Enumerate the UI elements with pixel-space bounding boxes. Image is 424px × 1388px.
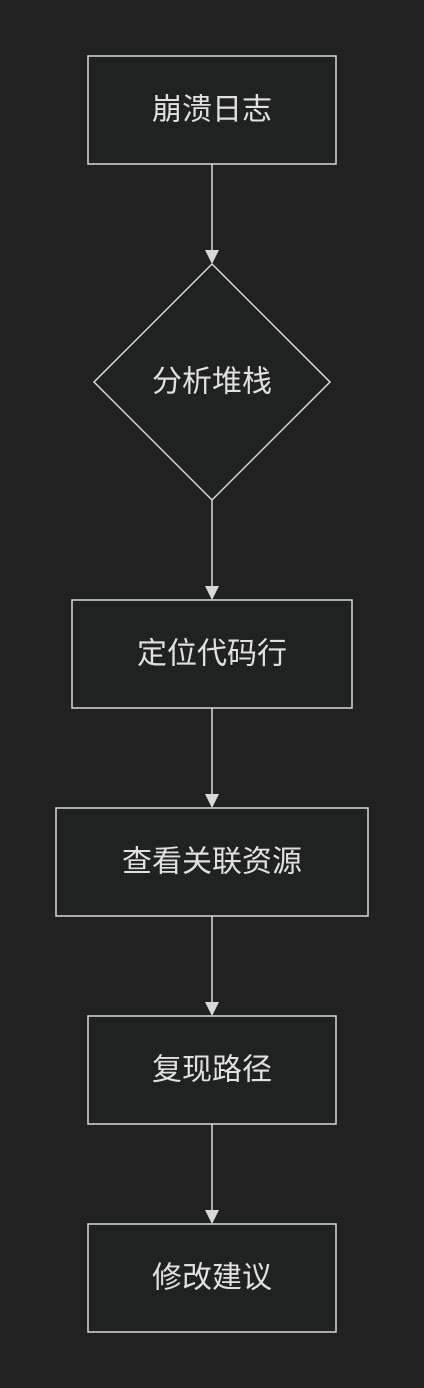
node-crash-log: 崩溃日志 xyxy=(87,55,337,165)
edge-arrow-1 xyxy=(205,250,219,264)
node-view-related-resources-label: 查看关联资源 xyxy=(122,845,302,880)
node-crash-log-box xyxy=(87,55,337,165)
node-analyze-stack-label: 分析堆栈 xyxy=(152,365,272,400)
node-analyze-stack: 分析堆栈 xyxy=(92,262,332,502)
node-reproduce-path: 复现路径 xyxy=(87,1015,337,1125)
node-analyze-stack-diamond xyxy=(92,262,332,502)
node-fix-suggestion-box xyxy=(87,1223,337,1333)
node-locate-code-line: 定位代码行 xyxy=(71,599,353,709)
node-view-related-resources-box xyxy=(55,807,369,917)
node-locate-code-line-label: 定位代码行 xyxy=(137,637,287,672)
edge-arrow-5 xyxy=(205,1210,219,1224)
node-locate-code-line-box xyxy=(71,599,353,709)
node-reproduce-path-box xyxy=(87,1015,337,1125)
node-view-related-resources: 查看关联资源 xyxy=(55,807,369,917)
node-crash-log-label: 崩溃日志 xyxy=(152,93,272,128)
node-reproduce-path-label: 复现路径 xyxy=(152,1053,272,1088)
node-fix-suggestion: 修改建议 xyxy=(87,1223,337,1333)
edge-arrow-3 xyxy=(205,794,219,808)
edge-arrow-4 xyxy=(205,1002,219,1016)
edge-arrow-2 xyxy=(205,586,219,600)
node-fix-suggestion-label: 修改建议 xyxy=(152,1261,272,1296)
